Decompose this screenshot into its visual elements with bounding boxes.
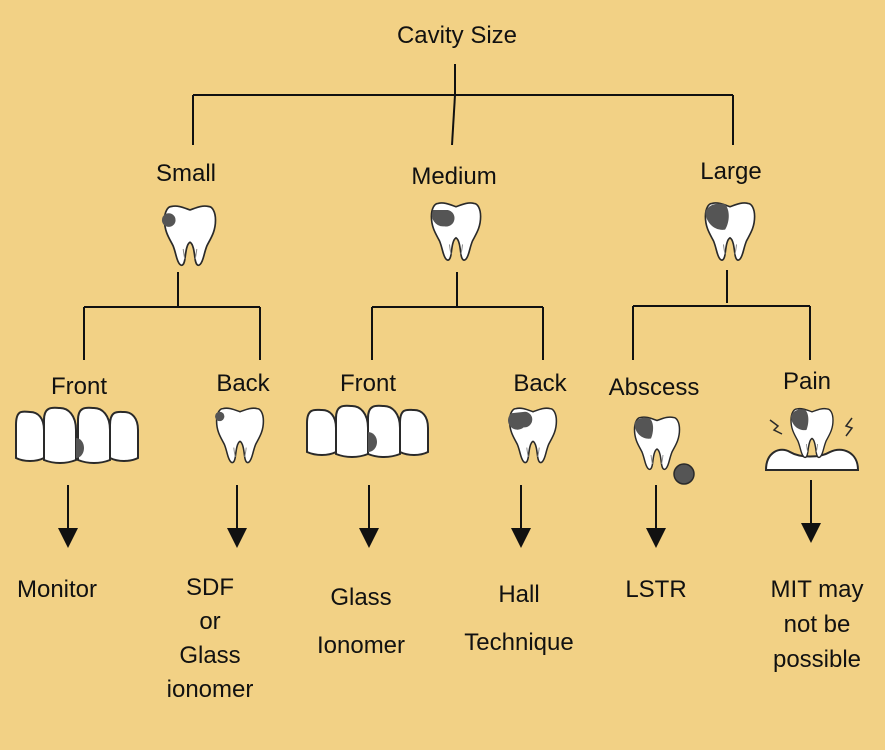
branch-label: Pain [782,368,832,395]
size-label-small: Small [155,160,217,187]
outcome-line: Monitor [16,576,98,603]
arrows [58,480,821,548]
abscess-tooth-icon [633,416,695,485]
outcome-line: Ionomer [316,632,406,659]
small-cavity-tooth-icon [161,205,217,267]
outcome-line: possible [772,646,862,673]
painful-tooth-icon [764,407,860,471]
branch-label: Abscess [608,374,700,401]
branch-label: Back [216,370,270,397]
outcome-monitor: Monitor [17,574,97,606]
molar-tooth-icon [508,407,558,464]
outcome-hall-technique: Hall Technique [464,571,573,667]
outcome-line: Hall [498,581,540,608]
medium-cavity-tooth-icon [430,202,482,261]
outcome-line: Technique [464,629,574,656]
outcome-line: SDF [186,574,234,601]
outcome-mit-may-not-be-possible: MIT may not be possible [771,572,864,677]
outcome-lstr: LSTR [625,574,686,606]
outcome-line: LSTR [625,576,687,603]
outcome-sdf-or-glass-ionomer: SDF or Glass ionomer [167,571,254,707]
connector-lines [83,64,811,360]
outcome-glass-ionomer: Glass Ionomer [317,574,405,670]
outcome-line: Glass [179,642,241,669]
branch-label: Back [513,370,567,397]
outcome-line: or [199,608,221,635]
size-label-large: Large [700,158,762,185]
outcome-line: ionomer [166,676,254,703]
outcome-line: MIT may [770,576,864,603]
size-label-medium: Medium [411,163,497,190]
branch-label: Front [339,370,397,397]
front-teeth-icon [306,404,429,458]
outcome-line: Glass [330,584,392,611]
large-cavity-tooth-icon [704,202,756,261]
outcome-line: not be [783,611,851,638]
root-label: Cavity Size [396,22,518,49]
branch-label: Front [50,373,108,400]
front-teeth-icon [15,406,139,464]
molar-tooth-icon [215,407,265,464]
